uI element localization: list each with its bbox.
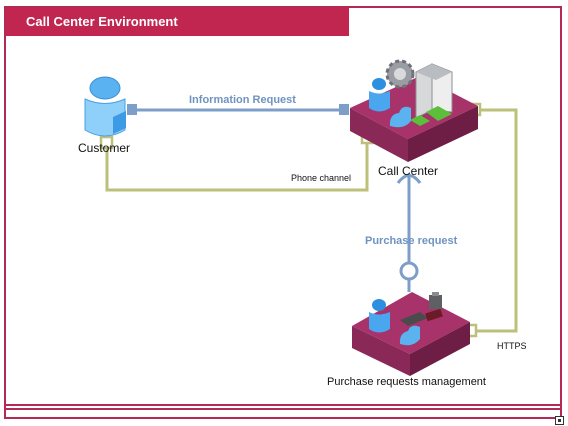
customer-label: Customer [78,141,131,155]
https-link[interactable] [472,108,518,333]
phone-channel-label: Phone channel [291,173,352,183]
environment-frame [4,6,562,419]
phone-channel-link[interactable] [105,138,369,192]
interface-circle [399,261,419,281]
user-icon [369,78,390,112]
link-port-square [339,104,349,115]
user-icon[interactable] [84,76,126,137]
gear-icon [385,59,415,89]
purchase-management-label: Purchase requests management [327,376,486,388]
tools-icon [400,292,443,326]
call-center-label: Call Center [378,164,439,178]
required-interface-arc [396,174,422,184]
link-port-square [127,104,137,115]
cloud-icon [389,106,411,128]
environment-title: Call Center Environment [6,8,349,36]
resize-handle-icon[interactable] [555,416,564,425]
purchase-request-label: Purchase request [365,235,458,247]
link-port-square [99,135,114,150]
cloud-icon [399,325,420,346]
user-icon [369,299,390,333]
building-icon [410,63,453,126]
https-label: HTTPS [497,341,527,351]
information-request-label: Information Request [189,94,296,106]
frame-bottom-band [6,404,560,410]
